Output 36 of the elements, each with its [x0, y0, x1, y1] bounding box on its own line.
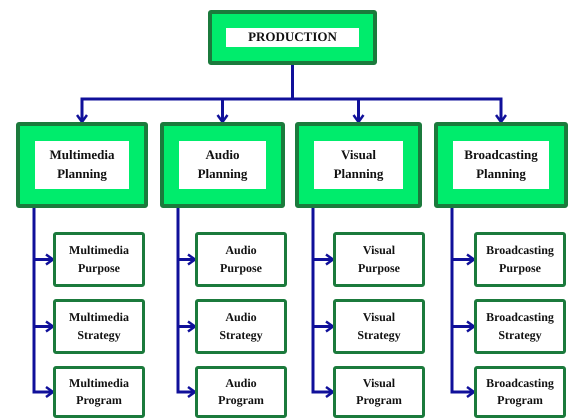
item-box [53, 232, 145, 287]
item-box [333, 299, 425, 354]
box-label: Broadcasting Purpose [485, 242, 555, 276]
item-box [53, 299, 145, 354]
box-label: Broadcasting Strategy [485, 309, 555, 344]
item-box [333, 366, 425, 418]
label-panel: Multimedia Planning [35, 141, 129, 189]
label-panel: Audio Planning [179, 141, 266, 189]
box-label: Visual Strategy [356, 309, 402, 344]
box-label: Audio Strategy [218, 309, 264, 344]
box-label: Visual Purpose [357, 242, 401, 276]
item-box [333, 232, 425, 287]
box-label: Broadcasting Program [485, 374, 555, 409]
box-label: Multimedia Purpose [68, 242, 130, 276]
group-box [208, 10, 377, 65]
item-box [474, 366, 566, 418]
item-box [195, 232, 287, 287]
group-box [295, 122, 422, 208]
arrow [312, 208, 334, 398]
box-label: Visual Program [355, 374, 403, 409]
label-panel: PRODUCTION [226, 28, 359, 47]
group-box [434, 122, 568, 208]
arrow [291, 65, 508, 124]
box-label: Audio Program [217, 374, 265, 409]
label-panel: Visual Planning [314, 141, 403, 189]
item-box [474, 299, 566, 354]
item-box [195, 299, 287, 354]
group-box [16, 122, 148, 208]
group-box [160, 122, 285, 208]
box-label: Multimedia Program [68, 374, 130, 409]
item-box [53, 366, 145, 418]
item-box [474, 232, 566, 287]
item-box [195, 366, 287, 418]
box-label: Audio Purpose [219, 242, 263, 276]
label-panel: Broadcasting Planning [453, 141, 549, 189]
box-label: Multimedia Strategy [68, 309, 130, 344]
